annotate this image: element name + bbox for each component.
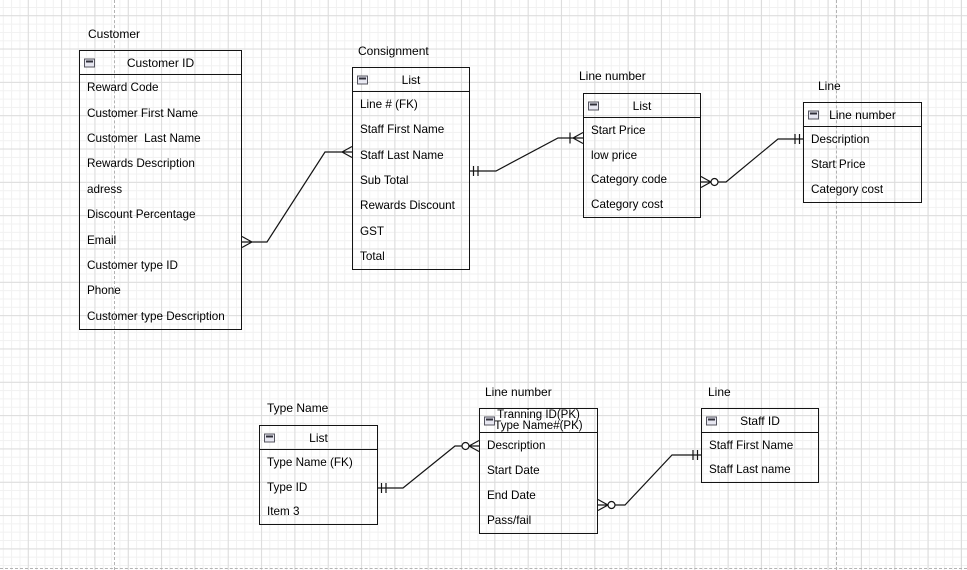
entity-row[interactable]: Staff First Name (709, 438, 794, 452)
entity-row[interactable]: Start Date (487, 464, 540, 477)
entity-row[interactable]: Description (811, 133, 870, 146)
page-guide-vertical (836, 0, 837, 570)
entity-row[interactable]: Sub Total (360, 173, 409, 187)
entity-header-customer[interactable]: Customer ID (80, 51, 241, 75)
page-guide-vertical (114, 0, 115, 570)
entity-header-line-top[interactable]: Line number (804, 103, 921, 127)
entity-row[interactable]: low price (591, 148, 638, 162)
edge-consignment-to-line-number-top[interactable] (470, 131, 584, 177)
entity-label-customer[interactable]: Customer (88, 27, 141, 41)
entity-row[interactable]: Discount Percentage (87, 208, 196, 222)
entity-row[interactable]: Start Price (591, 123, 646, 137)
collapse-icon (357, 75, 368, 84)
entity-header-text: List (632, 98, 652, 113)
entity-header-line-bottom[interactable]: Staff ID (702, 409, 818, 433)
page-guide-horizontal (0, 568, 967, 569)
entity-row[interactable]: Rewards Description (87, 157, 195, 171)
entity-row[interactable]: Reward Code (87, 81, 159, 95)
collapse-icon (484, 416, 495, 425)
entity-row[interactable]: Item 3 (267, 505, 300, 519)
entity-row[interactable]: Phone (87, 284, 121, 298)
entity-header-text: List (309, 430, 328, 445)
entity-row[interactable]: Staff First Name (360, 123, 445, 137)
entity-row[interactable]: GST (360, 224, 385, 238)
entity-row[interactable]: Staff Last name (709, 463, 791, 477)
entity-header-text: Type Name#(PK) (494, 419, 583, 432)
entity-header-text: Customer ID (126, 55, 195, 70)
entity-row[interactable]: Type ID (267, 480, 308, 494)
collapse-icon (588, 101, 599, 110)
entity-row[interactable]: Category code (591, 173, 668, 187)
entity-row[interactable]: Customer First Name (87, 106, 199, 120)
entity-line-number-bottom[interactable]: Tranning ID(PK)Type Name#(PK)Description… (479, 408, 598, 534)
entity-row[interactable]: Customer type ID (87, 259, 178, 273)
entity-row[interactable]: Rewards Discount (360, 199, 455, 213)
entity-label-line-number-bottom[interactable]: Line number (485, 385, 552, 399)
entity-row[interactable]: Description (487, 439, 546, 452)
entity-header-text: Staff ID (740, 413, 780, 428)
entity-label-consignment[interactable]: Consignment (358, 44, 429, 58)
collapse-icon (706, 416, 717, 425)
entity-header-line-number-bottom[interactable]: Tranning ID(PK)Type Name#(PK) (480, 409, 597, 433)
entity-row[interactable]: adress (87, 182, 123, 196)
entity-row[interactable]: Category cost (591, 198, 664, 212)
entity-row[interactable]: Line # (FK) (360, 98, 418, 112)
edge-line-number-bottom-to-line-bottom[interactable] (597, 450, 701, 512)
entity-row[interactable]: End Date (487, 489, 536, 502)
edge-customer-to-consignment[interactable] (241, 145, 353, 249)
entity-row[interactable]: Total (360, 249, 385, 263)
entity-row[interactable]: Start Price (811, 158, 866, 171)
collapse-icon (264, 433, 275, 442)
collapse-icon (84, 58, 95, 67)
entity-row[interactable]: Customer type Description (87, 309, 225, 323)
entity-label-line-number-top[interactable]: Line number (579, 69, 646, 83)
entity-header-line-number-top[interactable]: List (584, 94, 700, 118)
entity-label-type-name[interactable]: Type Name (267, 401, 329, 415)
entity-row[interactable]: Staff Last Name (360, 148, 444, 162)
entity-row[interactable]: Type Name (FK) (267, 455, 353, 469)
entity-rows: Type Name (FK) Type ID Item 3 (260, 450, 377, 524)
entity-row[interactable]: Category cost (811, 183, 884, 196)
entity-header-text: Line number (829, 107, 896, 122)
edge-line-number-top-to-line-top[interactable] (700, 134, 803, 189)
entity-row[interactable]: Pass/fail (487, 514, 532, 527)
entity-label-line-top[interactable]: Line (818, 79, 841, 93)
entity-row[interactable]: Email (87, 233, 117, 247)
collapse-icon (808, 110, 819, 119)
entity-header-type-name[interactable]: List (260, 426, 377, 450)
edge-type-name-to-line-number-bottom[interactable] (378, 439, 480, 494)
entity-header-consignment[interactable]: List (353, 68, 469, 92)
entity-header-text: List (401, 72, 421, 87)
entity-header-text: Tranning ID(PK) (497, 408, 580, 421)
entity-row[interactable]: Customer Last Name (87, 132, 201, 146)
entity-label-line-bottom[interactable]: Line (708, 385, 731, 399)
